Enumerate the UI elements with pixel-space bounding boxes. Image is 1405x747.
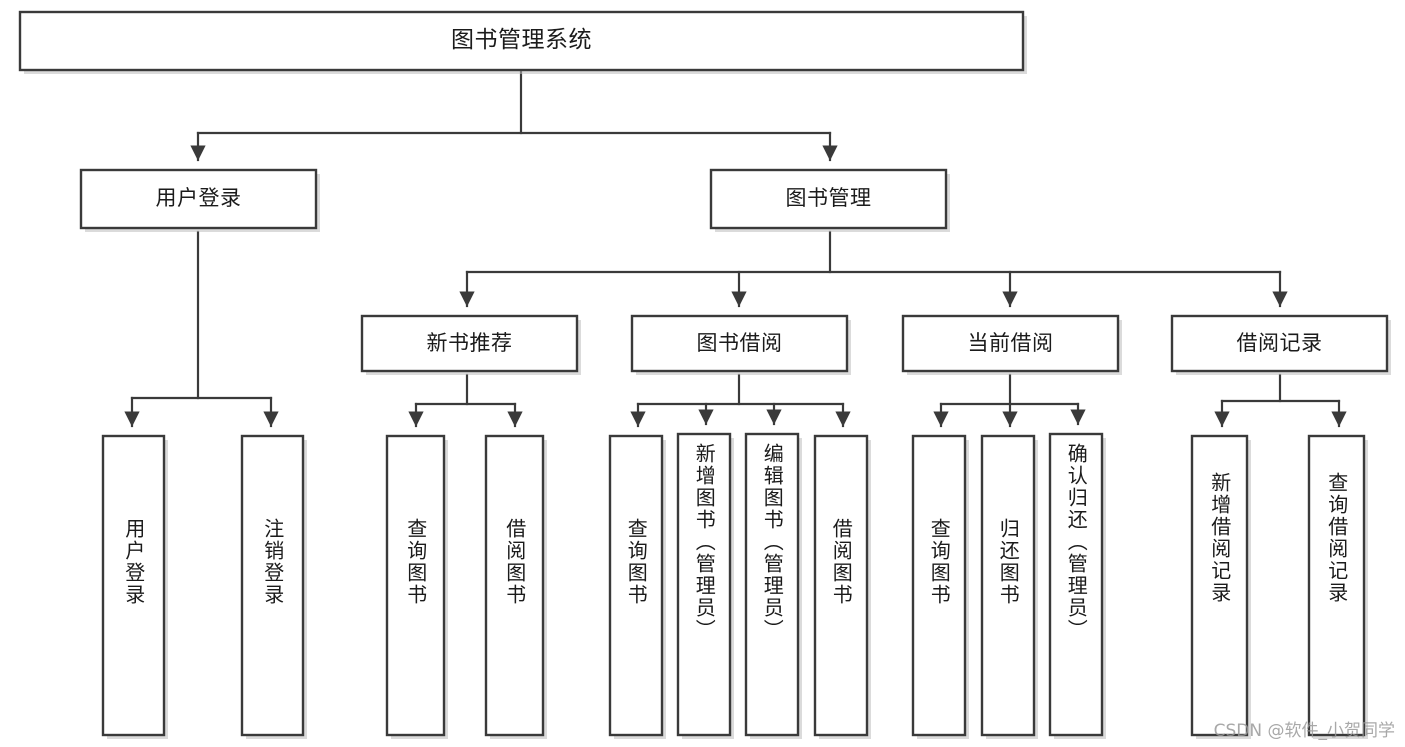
leaf-user-login-1[interactable] [240,434,305,737]
leaf-borrow-record-1[interactable] [1307,434,1366,737]
leaf-new-book-0[interactable] [385,434,446,737]
connector-current-borrow-to-leaves [933,373,1086,428]
connector-new-book-to-leaves [408,373,523,428]
node-book-management[interactable] [709,168,948,230]
leaf-current-borrow-2[interactable] [1048,432,1104,737]
node-book-borrow[interactable] [630,314,849,373]
node-user-login[interactable] [79,168,318,230]
leaf-book-borrow-0[interactable] [608,434,664,737]
leaf-book-borrow-2[interactable] [744,432,800,737]
leaf-current-borrow-1[interactable] [980,434,1036,737]
leaf-current-borrow-0[interactable] [911,434,967,737]
leaf-user-login-0[interactable] [101,434,166,737]
leaf-borrow-record-0[interactable] [1190,434,1249,737]
node-current-borrow[interactable] [901,314,1120,373]
leaf-new-book-1[interactable] [484,434,545,737]
connector-user-login-to-leaves [124,230,279,428]
node-root[interactable] [18,10,1025,72]
connector-book-borrow-to-leaves [630,373,851,428]
leaf-book-borrow-3[interactable] [813,434,869,737]
node-borrow-record[interactable] [1170,314,1389,373]
node-new-book-recommend[interactable] [360,314,579,373]
connector-root-to-level2 [190,70,838,162]
connector-borrow-record-to-leaves [1214,373,1347,428]
connector-book-management-to-level3 [459,230,1288,308]
leaf-book-borrow-1[interactable] [676,432,732,737]
